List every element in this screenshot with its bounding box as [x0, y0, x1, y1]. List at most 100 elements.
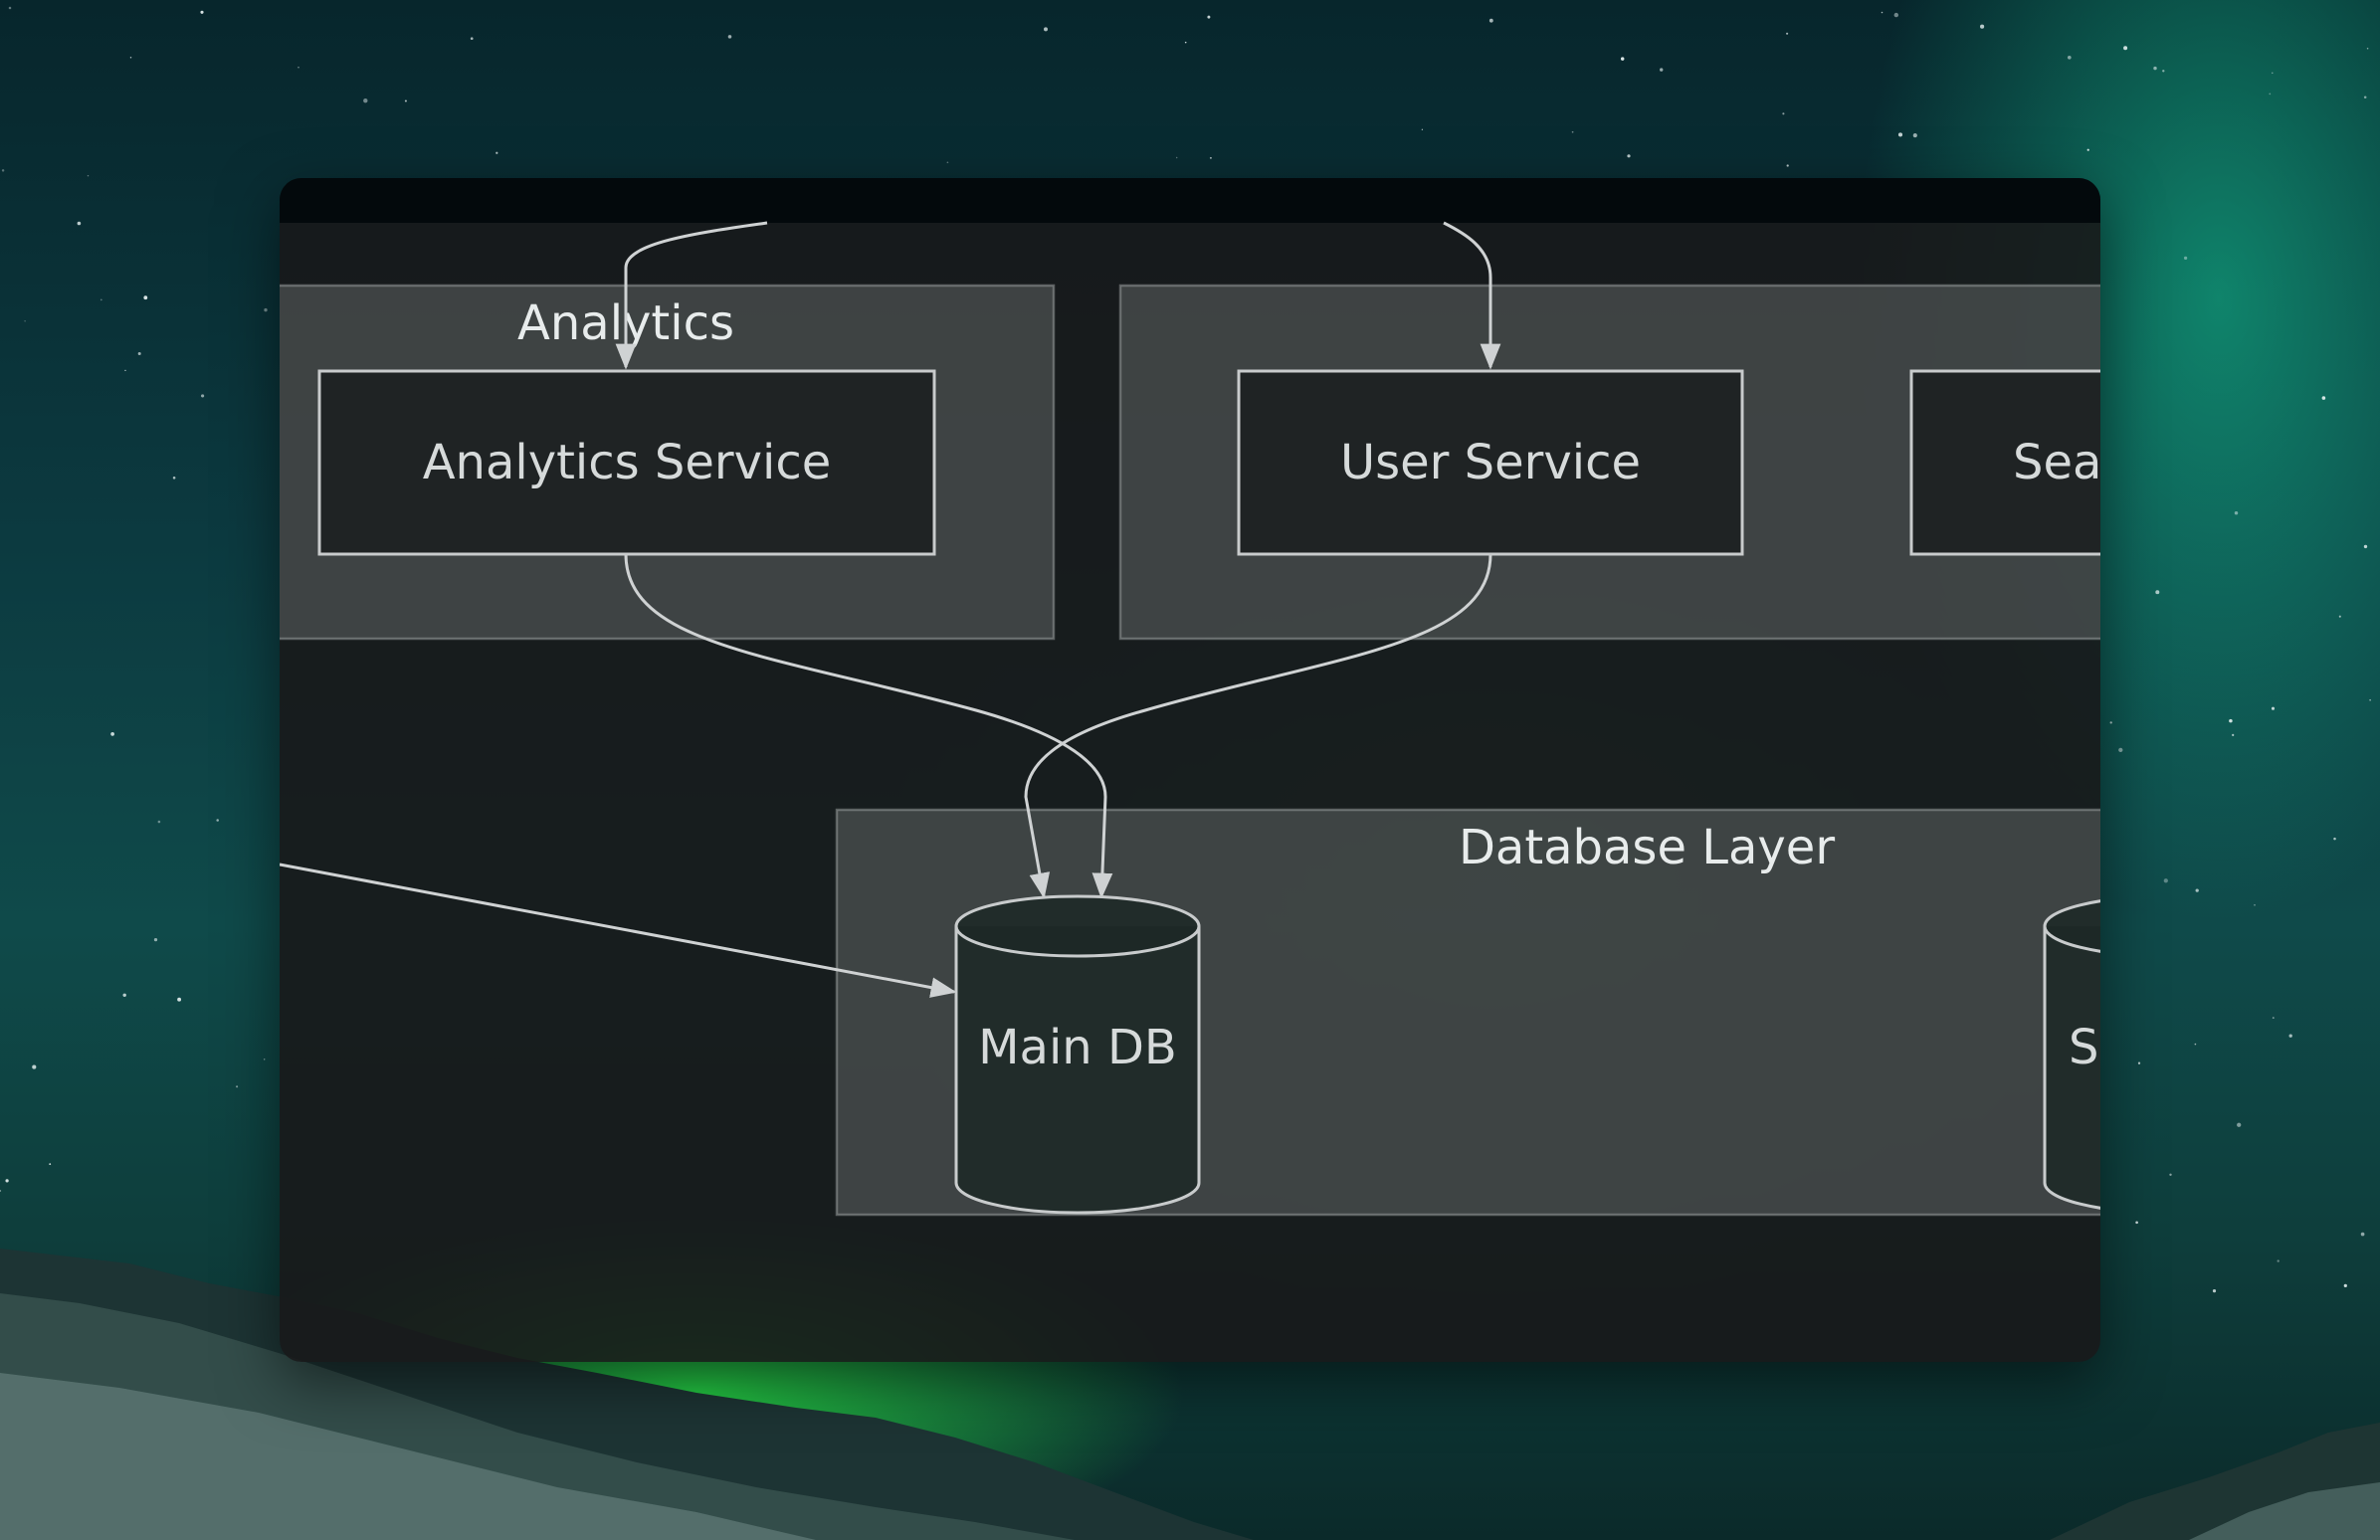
star [2288, 1034, 2292, 1038]
star [2338, 615, 2341, 618]
star [200, 10, 204, 14]
node-main-db[interactable]: Main DB [954, 894, 1201, 1215]
diagram-canvas: Analytics Database Layer Analytics Servi… [280, 221, 2100, 1217]
star [1044, 27, 1048, 32]
star [1980, 24, 1985, 29]
star [1897, 132, 1903, 137]
star [2363, 544, 2368, 549]
star [1893, 12, 1898, 18]
node-user-service[interactable]: User Service [1237, 369, 1744, 556]
star [946, 161, 949, 164]
star [1660, 68, 1664, 72]
node-secondary-db-partial[interactable]: S [2043, 896, 2100, 1213]
star [1912, 133, 1917, 138]
star [1207, 15, 1211, 19]
star [2229, 718, 2233, 723]
star [143, 295, 148, 300]
star [496, 151, 498, 154]
star [1571, 130, 1574, 133]
node-analytics-service-label: Analytics Service [423, 435, 832, 490]
edge-top-to-user-service [1443, 221, 1501, 370]
star [2237, 1122, 2242, 1127]
node-secondary-db-partial-label: S [2069, 1020, 2098, 1075]
star [2118, 747, 2123, 753]
star [8, 6, 12, 10]
star [49, 1163, 52, 1165]
star [2333, 837, 2336, 841]
star [122, 993, 126, 998]
star [236, 1085, 239, 1088]
star [2135, 1221, 2138, 1225]
star [137, 352, 141, 355]
star [0, 1189, 2, 1193]
star [99, 298, 102, 301]
star [2183, 256, 2188, 261]
edge-user-service-to-maindb [1024, 553, 1492, 899]
star [2123, 46, 2128, 51]
star [2137, 1061, 2141, 1064]
star [32, 1064, 37, 1069]
star [2254, 903, 2256, 906]
node-analytics-service[interactable]: Analytics Service [317, 369, 936, 556]
star [1, 169, 5, 172]
diagram-window: Analytics Database Layer Analytics Servi… [280, 178, 2100, 1362]
star [2369, 698, 2371, 701]
star [77, 221, 82, 226]
star [2155, 590, 2160, 595]
edge-analytics-to-maindb [624, 553, 1113, 899]
star [153, 937, 158, 942]
star [24, 320, 26, 322]
star [216, 819, 219, 822]
star [87, 174, 90, 177]
star [1620, 57, 1625, 61]
node-search-service-partial-label: Sea [2013, 435, 2100, 490]
node-user-service-label: User Service [1340, 435, 1641, 490]
star [2212, 1289, 2217, 1293]
star [2366, 47, 2369, 50]
star [201, 394, 205, 398]
star [2343, 1283, 2347, 1288]
star [2360, 1232, 2365, 1237]
star [172, 477, 176, 480]
star [2234, 510, 2239, 515]
star [124, 369, 126, 372]
star [2169, 1173, 2172, 1177]
star [2153, 66, 2157, 71]
star [1786, 164, 1789, 167]
star [404, 99, 407, 102]
star [2163, 878, 2168, 883]
star [2277, 1259, 2280, 1262]
node-main-db-label: Main DB [978, 1020, 1177, 1075]
star [470, 37, 474, 41]
star [157, 820, 161, 824]
star [2109, 721, 2112, 724]
star [1184, 41, 1187, 44]
star [2271, 706, 2276, 710]
star [1627, 154, 1631, 158]
star [2272, 1017, 2275, 1020]
star [1881, 11, 1884, 14]
star [2232, 733, 2235, 737]
edge-left-to-maindb [280, 863, 957, 998]
star [129, 56, 132, 59]
node-search-service-partial[interactable]: Sea [1909, 369, 2100, 556]
star [264, 307, 268, 312]
star [1209, 156, 1212, 159]
star [363, 98, 368, 103]
star [177, 997, 182, 1002]
edge-top-to-analytics [615, 221, 768, 370]
window-title-bar[interactable] [280, 178, 2100, 223]
star [110, 732, 114, 736]
star [1421, 128, 1424, 130]
star [2086, 148, 2089, 151]
star [2195, 888, 2199, 892]
star [1786, 32, 1789, 35]
star [2363, 96, 2367, 99]
star [1488, 18, 1493, 23]
star [2162, 70, 2165, 73]
star [2272, 72, 2274, 75]
star [2194, 1043, 2197, 1046]
star [2321, 396, 2326, 400]
star [1175, 156, 1178, 159]
